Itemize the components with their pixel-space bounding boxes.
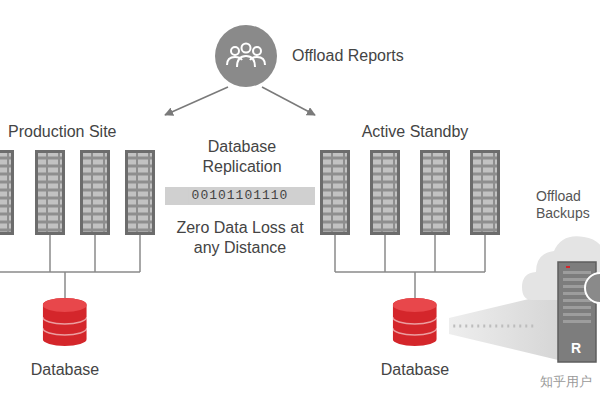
site-group: Active StandbyDatabase xyxy=(315,115,515,390)
database-label: Database xyxy=(29,360,102,380)
server-tower xyxy=(35,150,65,235)
watermark: 知乎用户 xyxy=(540,372,592,392)
reports-circle: Offload Reports xyxy=(215,25,405,87)
cloud-server xyxy=(522,225,600,365)
caption-text: Zero Data Loss at any Distance xyxy=(176,218,304,258)
flow-arrow xyxy=(262,87,315,115)
server-tower xyxy=(320,150,350,235)
cloud-heading: Offload Backups xyxy=(536,188,598,222)
site-group: Production SiteDatabase xyxy=(0,115,165,390)
server-tower xyxy=(370,150,400,235)
node-title: Offload Reports xyxy=(292,46,404,66)
server-slot xyxy=(563,271,591,274)
flow-arrow xyxy=(165,87,228,115)
database-cylinder xyxy=(43,298,87,346)
database-cylinder: Database xyxy=(379,298,452,380)
server-slot xyxy=(563,320,591,323)
server-slot xyxy=(563,299,591,302)
data-beam xyxy=(449,292,558,360)
server-tower xyxy=(80,150,110,235)
server-tower xyxy=(0,150,14,235)
bit-stream-label: 00101101110 xyxy=(189,188,292,204)
database-cylinder xyxy=(393,298,437,346)
server-tower xyxy=(125,150,155,235)
server-slot xyxy=(563,306,591,309)
site-heading: Production Site xyxy=(0,115,165,142)
server-tower xyxy=(470,150,500,235)
server-tower xyxy=(420,150,450,235)
replication-bar xyxy=(165,187,315,205)
caption-text: Database Replication xyxy=(178,137,306,177)
server-slot xyxy=(563,313,591,316)
database-cylinder: Database xyxy=(29,298,102,380)
people-icon xyxy=(215,25,277,87)
backup-stream xyxy=(453,325,536,328)
server-letter: R xyxy=(571,338,581,358)
server-light xyxy=(566,266,570,268)
site-heading: Active Standby xyxy=(315,115,515,142)
backup-cloud: Offload Backups xyxy=(536,188,598,368)
badge-icon xyxy=(585,273,600,303)
database-label: Database xyxy=(379,360,452,380)
